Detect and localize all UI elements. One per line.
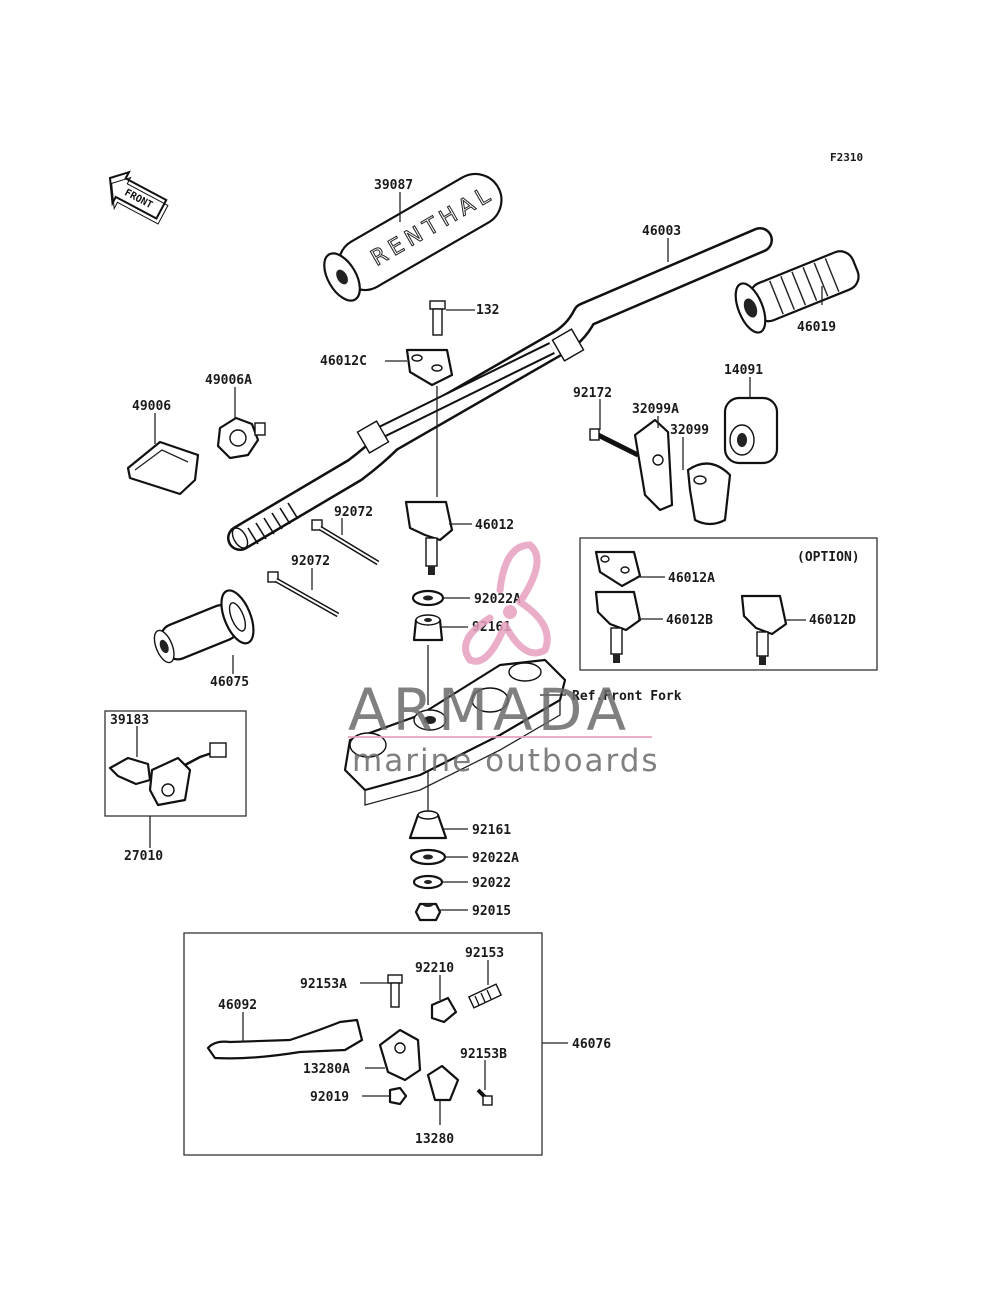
cable-tie-b [267, 571, 340, 618]
armada-watermark: ARMADA marine outboards [348, 541, 660, 779]
nut-92019 [388, 1086, 408, 1106]
cable-tie-a [311, 519, 380, 566]
part-label-39183: 39183 [110, 713, 149, 728]
part-label-92153A: 92153A [300, 977, 347, 992]
option-box [579, 537, 878, 671]
handlebar [227, 227, 773, 551]
part-label-46012B: 46012B [666, 613, 713, 628]
part-label-49006A: 49006A [205, 373, 252, 388]
part-label-92022: 92022 [472, 876, 511, 891]
propeller-logo-icon [462, 541, 551, 665]
riser-46012A [594, 550, 642, 588]
part-label-46003: 46003 [642, 224, 681, 239]
cover-49006 [126, 440, 200, 496]
left-grip [153, 589, 255, 664]
part-label-132: 132 [476, 303, 499, 318]
front-arrow-icon: FRONT [108, 170, 169, 225]
option-title: (OPTION) [797, 550, 860, 565]
clutch-box [183, 932, 543, 1156]
part-label-32099: 32099 [670, 423, 709, 438]
nut-92015 [414, 902, 442, 922]
part-label-92153B: 92153B [460, 1047, 507, 1062]
part-label-49006: 49006 [132, 399, 171, 414]
switch-box [104, 710, 247, 817]
part-label-92172: 92172 [573, 386, 612, 401]
part-label-92022A-top: 92022A [474, 592, 521, 607]
bushing-92161-top [412, 614, 444, 642]
watermark-main: ARMADA [348, 676, 631, 744]
switch-clamp-39183 [108, 756, 152, 786]
riser-46012D [740, 594, 788, 665]
part-label-46012D: 46012D [809, 613, 856, 628]
part-label-46092: 46092 [218, 998, 257, 1013]
leader-lines [136, 192, 823, 1125]
throttle-housing [723, 396, 779, 465]
cam-49006A [216, 416, 266, 460]
cable-guide [686, 462, 732, 526]
part-label-46012C: 46012C [320, 354, 367, 369]
diagram-code: F2310 [830, 151, 863, 164]
part-label-92019: 92019 [310, 1090, 349, 1105]
washer-92022 [412, 874, 444, 890]
riser-46012B [594, 590, 642, 663]
clamp-cap-46012C [405, 348, 454, 387]
bolt-92153B [476, 1088, 493, 1106]
part-label-46019: 46019 [797, 320, 836, 335]
part-label-46076: 46076 [572, 1037, 611, 1052]
ref-front-fork-note: Ref.Front Fork [572, 689, 682, 704]
part-label-92015: 92015 [472, 904, 511, 919]
adjuster-92210 [430, 996, 458, 1024]
clutch-lever-46092 [206, 1018, 364, 1060]
part-label-13280A: 13280A [303, 1062, 350, 1077]
part-label-46075: 46075 [210, 675, 249, 690]
bolt-132 [429, 300, 446, 336]
part-label-92072-b: 92072 [291, 554, 330, 569]
washer-92022A-bottom [409, 848, 447, 866]
triple-clamp [343, 658, 567, 806]
part-label-92072-a: 92072 [334, 505, 373, 520]
part-label-92153: 92153 [465, 946, 504, 961]
bushing-92161-bottom [408, 810, 448, 840]
right-grip [734, 250, 860, 334]
watermark-sub: marine outboards [352, 743, 660, 779]
adjuster-92153 [467, 983, 503, 1009]
cable-guide-a [633, 418, 674, 512]
part-label-14091: 14091 [724, 363, 763, 378]
part-label-46012: 46012 [475, 518, 514, 533]
part-label-92022A-bottom: 92022A [472, 851, 519, 866]
riser-46012 [404, 500, 454, 575]
part-label-46012A: 46012A [668, 571, 715, 586]
part-label-32099A: 32099A [632, 402, 679, 417]
part-label-13280: 13280 [415, 1132, 454, 1147]
part-label-27010: 27010 [124, 849, 163, 864]
bar-pad: RENTHAL [323, 172, 503, 302]
washer-92022A-top [411, 589, 445, 607]
part-label-39087: 39087 [374, 178, 413, 193]
kill-switch-27010 [148, 742, 227, 807]
lever-clamp-13280 [426, 1064, 460, 1102]
part-label-92210: 92210 [415, 961, 454, 976]
bolt-92153A [387, 974, 403, 1008]
part-labels: 39087 46003 46019 132 46012C 49006A 4900… [110, 178, 856, 1147]
lever-holder-13280A [378, 1028, 422, 1082]
part-label-92161-bottom: 92161 [472, 823, 511, 838]
screw-92172 [589, 428, 640, 458]
